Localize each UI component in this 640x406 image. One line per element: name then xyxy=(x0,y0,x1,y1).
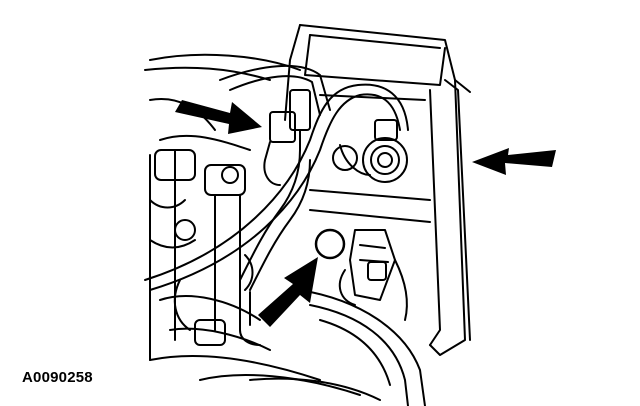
port-o-ring xyxy=(314,228,346,260)
module-housing xyxy=(284,24,471,356)
brake-lines xyxy=(144,65,409,346)
port-fitting xyxy=(332,119,408,183)
right-arrow xyxy=(472,148,556,175)
lower-arrow xyxy=(258,257,318,327)
upper-left-arrow xyxy=(175,100,262,134)
booster-housing xyxy=(299,289,426,406)
figure-id-label: A0090258 xyxy=(22,369,93,386)
electrical-connector xyxy=(338,229,408,321)
connector-clip xyxy=(263,89,311,186)
